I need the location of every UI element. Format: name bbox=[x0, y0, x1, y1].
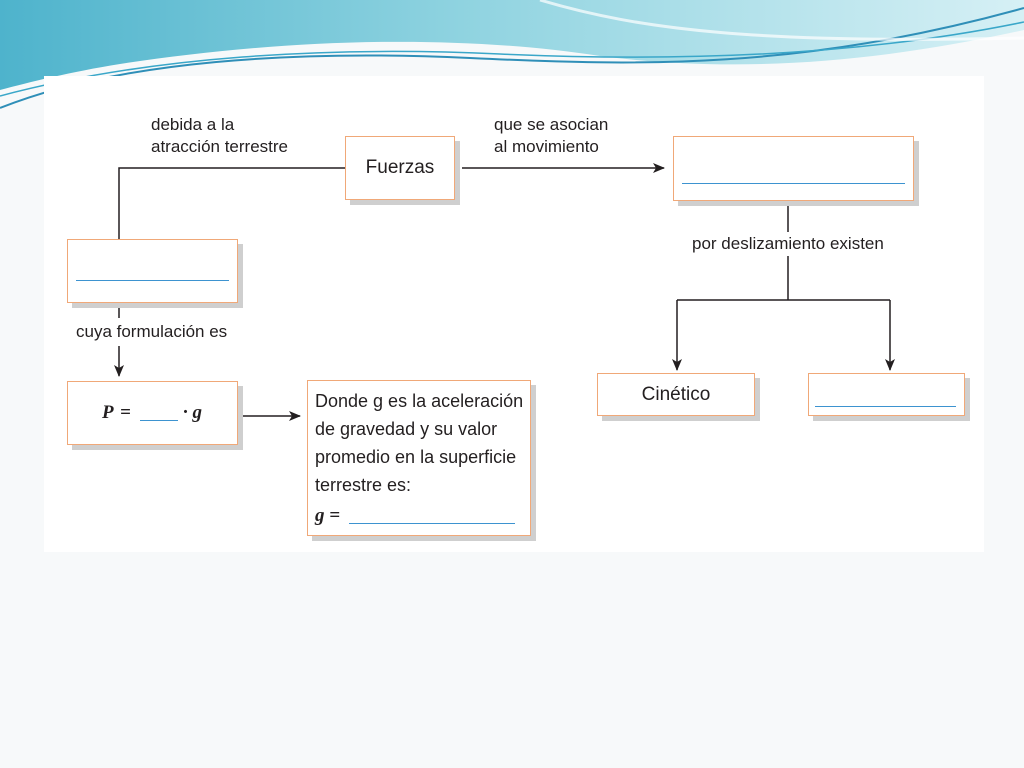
node-description: Donde g es la aceleración de gravedad y … bbox=[307, 380, 531, 536]
answer-blank-line[interactable] bbox=[682, 183, 905, 184]
formula-dot-g: · g bbox=[183, 402, 202, 423]
node-blank-left bbox=[67, 239, 238, 303]
answer-blank-line[interactable] bbox=[76, 280, 229, 281]
description-g-equals: g = bbox=[315, 505, 341, 526]
node-fuerzas: Fuerzas bbox=[345, 136, 455, 200]
edge-fuerzas-to-blank-left bbox=[118, 167, 346, 239]
edge-label-line: que se asocian bbox=[494, 115, 609, 134]
edge-label-line: atracción terrestre bbox=[151, 137, 288, 156]
answer-blank-line[interactable] bbox=[349, 523, 515, 524]
answer-blank-line[interactable] bbox=[815, 406, 956, 407]
edge-label-line: debida a la bbox=[151, 115, 235, 134]
node-fuerzas-label: Fuerzas bbox=[365, 157, 435, 178]
edge-label-debida: debida a la atracción terrestre bbox=[151, 114, 288, 158]
formula-p: P bbox=[102, 402, 114, 423]
description-text: Donde g es la aceleración de gravedad y … bbox=[315, 387, 523, 499]
formula-equals: = bbox=[120, 402, 131, 423]
description-line: terrestre es: bbox=[315, 475, 412, 495]
node-blank-top-right bbox=[673, 136, 914, 201]
edge-branch-cinetico bbox=[677, 299, 890, 370]
edge-label-line: al movimiento bbox=[494, 137, 599, 156]
description-line: de gravedad y su valor bbox=[315, 419, 498, 439]
node-formula: P = · g bbox=[67, 381, 238, 445]
formula-blank-line[interactable] bbox=[140, 420, 178, 421]
edge-label-deslizamiento: por deslizamiento existen bbox=[692, 234, 884, 253]
description-line: Donde g es la aceleración bbox=[315, 391, 524, 411]
edge-label-asocian: que se asocian al movimiento bbox=[494, 114, 608, 158]
description-line: promedio en la superficie bbox=[315, 447, 517, 467]
node-cinetico: Cinético bbox=[597, 373, 755, 416]
edge-label-formulacion: cuya formulación es bbox=[76, 322, 228, 341]
node-cinetico-label: Cinético bbox=[641, 384, 711, 405]
node-blank-bottom-right bbox=[808, 373, 965, 416]
